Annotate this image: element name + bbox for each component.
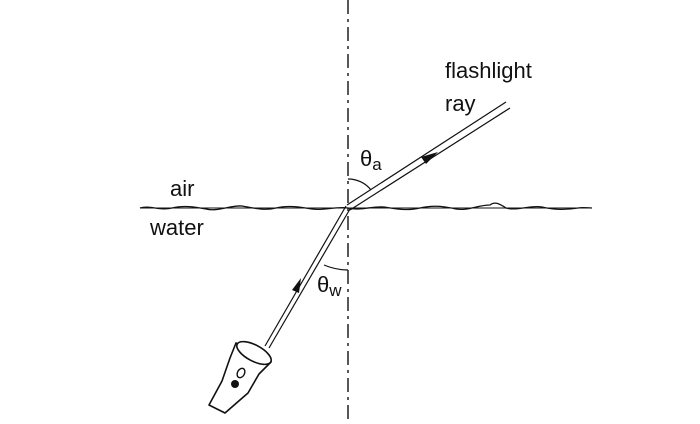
angle-arc-water <box>323 264 349 271</box>
theta-w-label: θw <box>317 272 342 300</box>
theta-a-subscript: a <box>372 155 382 174</box>
flashlight-icon <box>208 340 272 414</box>
theta-w-symbol: θ <box>317 272 329 297</box>
theta-a-label: θa <box>360 146 382 174</box>
water-label: water <box>149 215 204 240</box>
air-label: air <box>170 176 194 201</box>
arrowhead-icon <box>292 278 301 293</box>
flashlight-ray-label-line1: flashlight <box>445 58 532 83</box>
theta-a-symbol: θ <box>360 146 372 171</box>
angle-arc-air <box>347 178 372 191</box>
water-surface <box>139 202 593 211</box>
theta-w-subscript: w <box>328 281 342 300</box>
flashlight-ray-label-line2: ray <box>445 91 476 116</box>
arrowhead-icon <box>421 152 438 164</box>
ray-in-water <box>264 205 351 349</box>
